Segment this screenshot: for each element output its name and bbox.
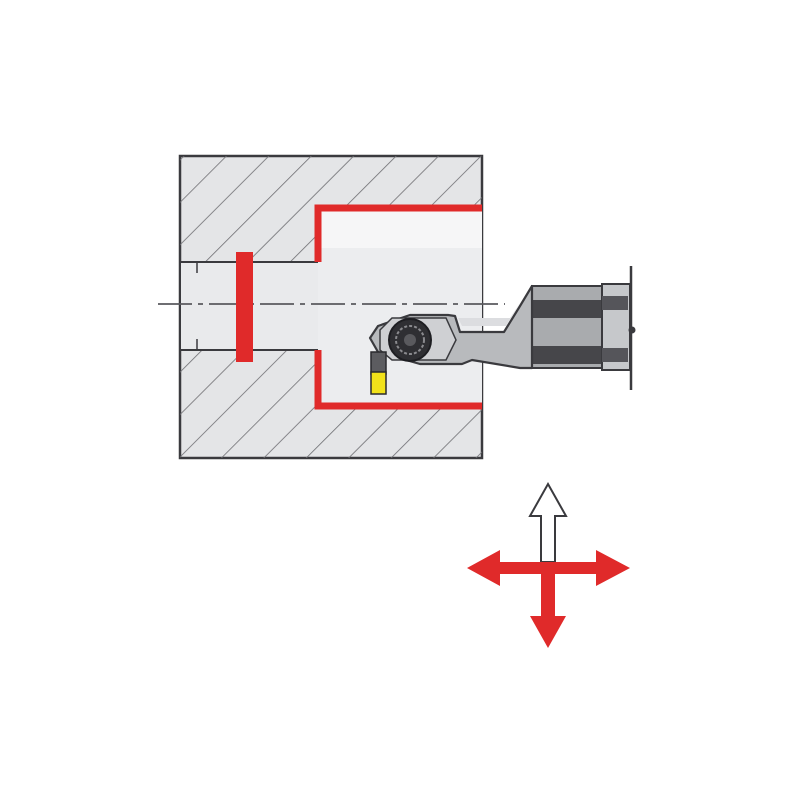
shank-end-top	[602, 296, 628, 310]
shank-top-groove	[532, 300, 606, 318]
shank-bottom-groove	[532, 346, 606, 364]
shank-end-bottom	[602, 348, 628, 362]
insert-screw-center	[404, 334, 416, 346]
face-groove-mark	[236, 252, 253, 362]
insert-screw-ring	[395, 325, 425, 355]
workpiece-section-hatch	[180, 156, 482, 458]
cavity-shading	[318, 208, 482, 248]
insert-holder	[370, 351, 387, 375]
grooving-tool	[368, 266, 636, 395]
groove-profile-top	[314, 204, 482, 262]
feed-arrows	[467, 481, 630, 648]
retract-arrow-up	[528, 481, 568, 563]
insert-cutting-tip	[370, 371, 387, 395]
clamp-screw	[628, 326, 636, 334]
groove-profile-bottom	[314, 350, 482, 410]
tool-bar-highlight	[458, 300, 522, 326]
machined-profile	[236, 204, 482, 410]
workpiece	[178, 154, 484, 460]
feed-arrow-down	[530, 562, 566, 648]
